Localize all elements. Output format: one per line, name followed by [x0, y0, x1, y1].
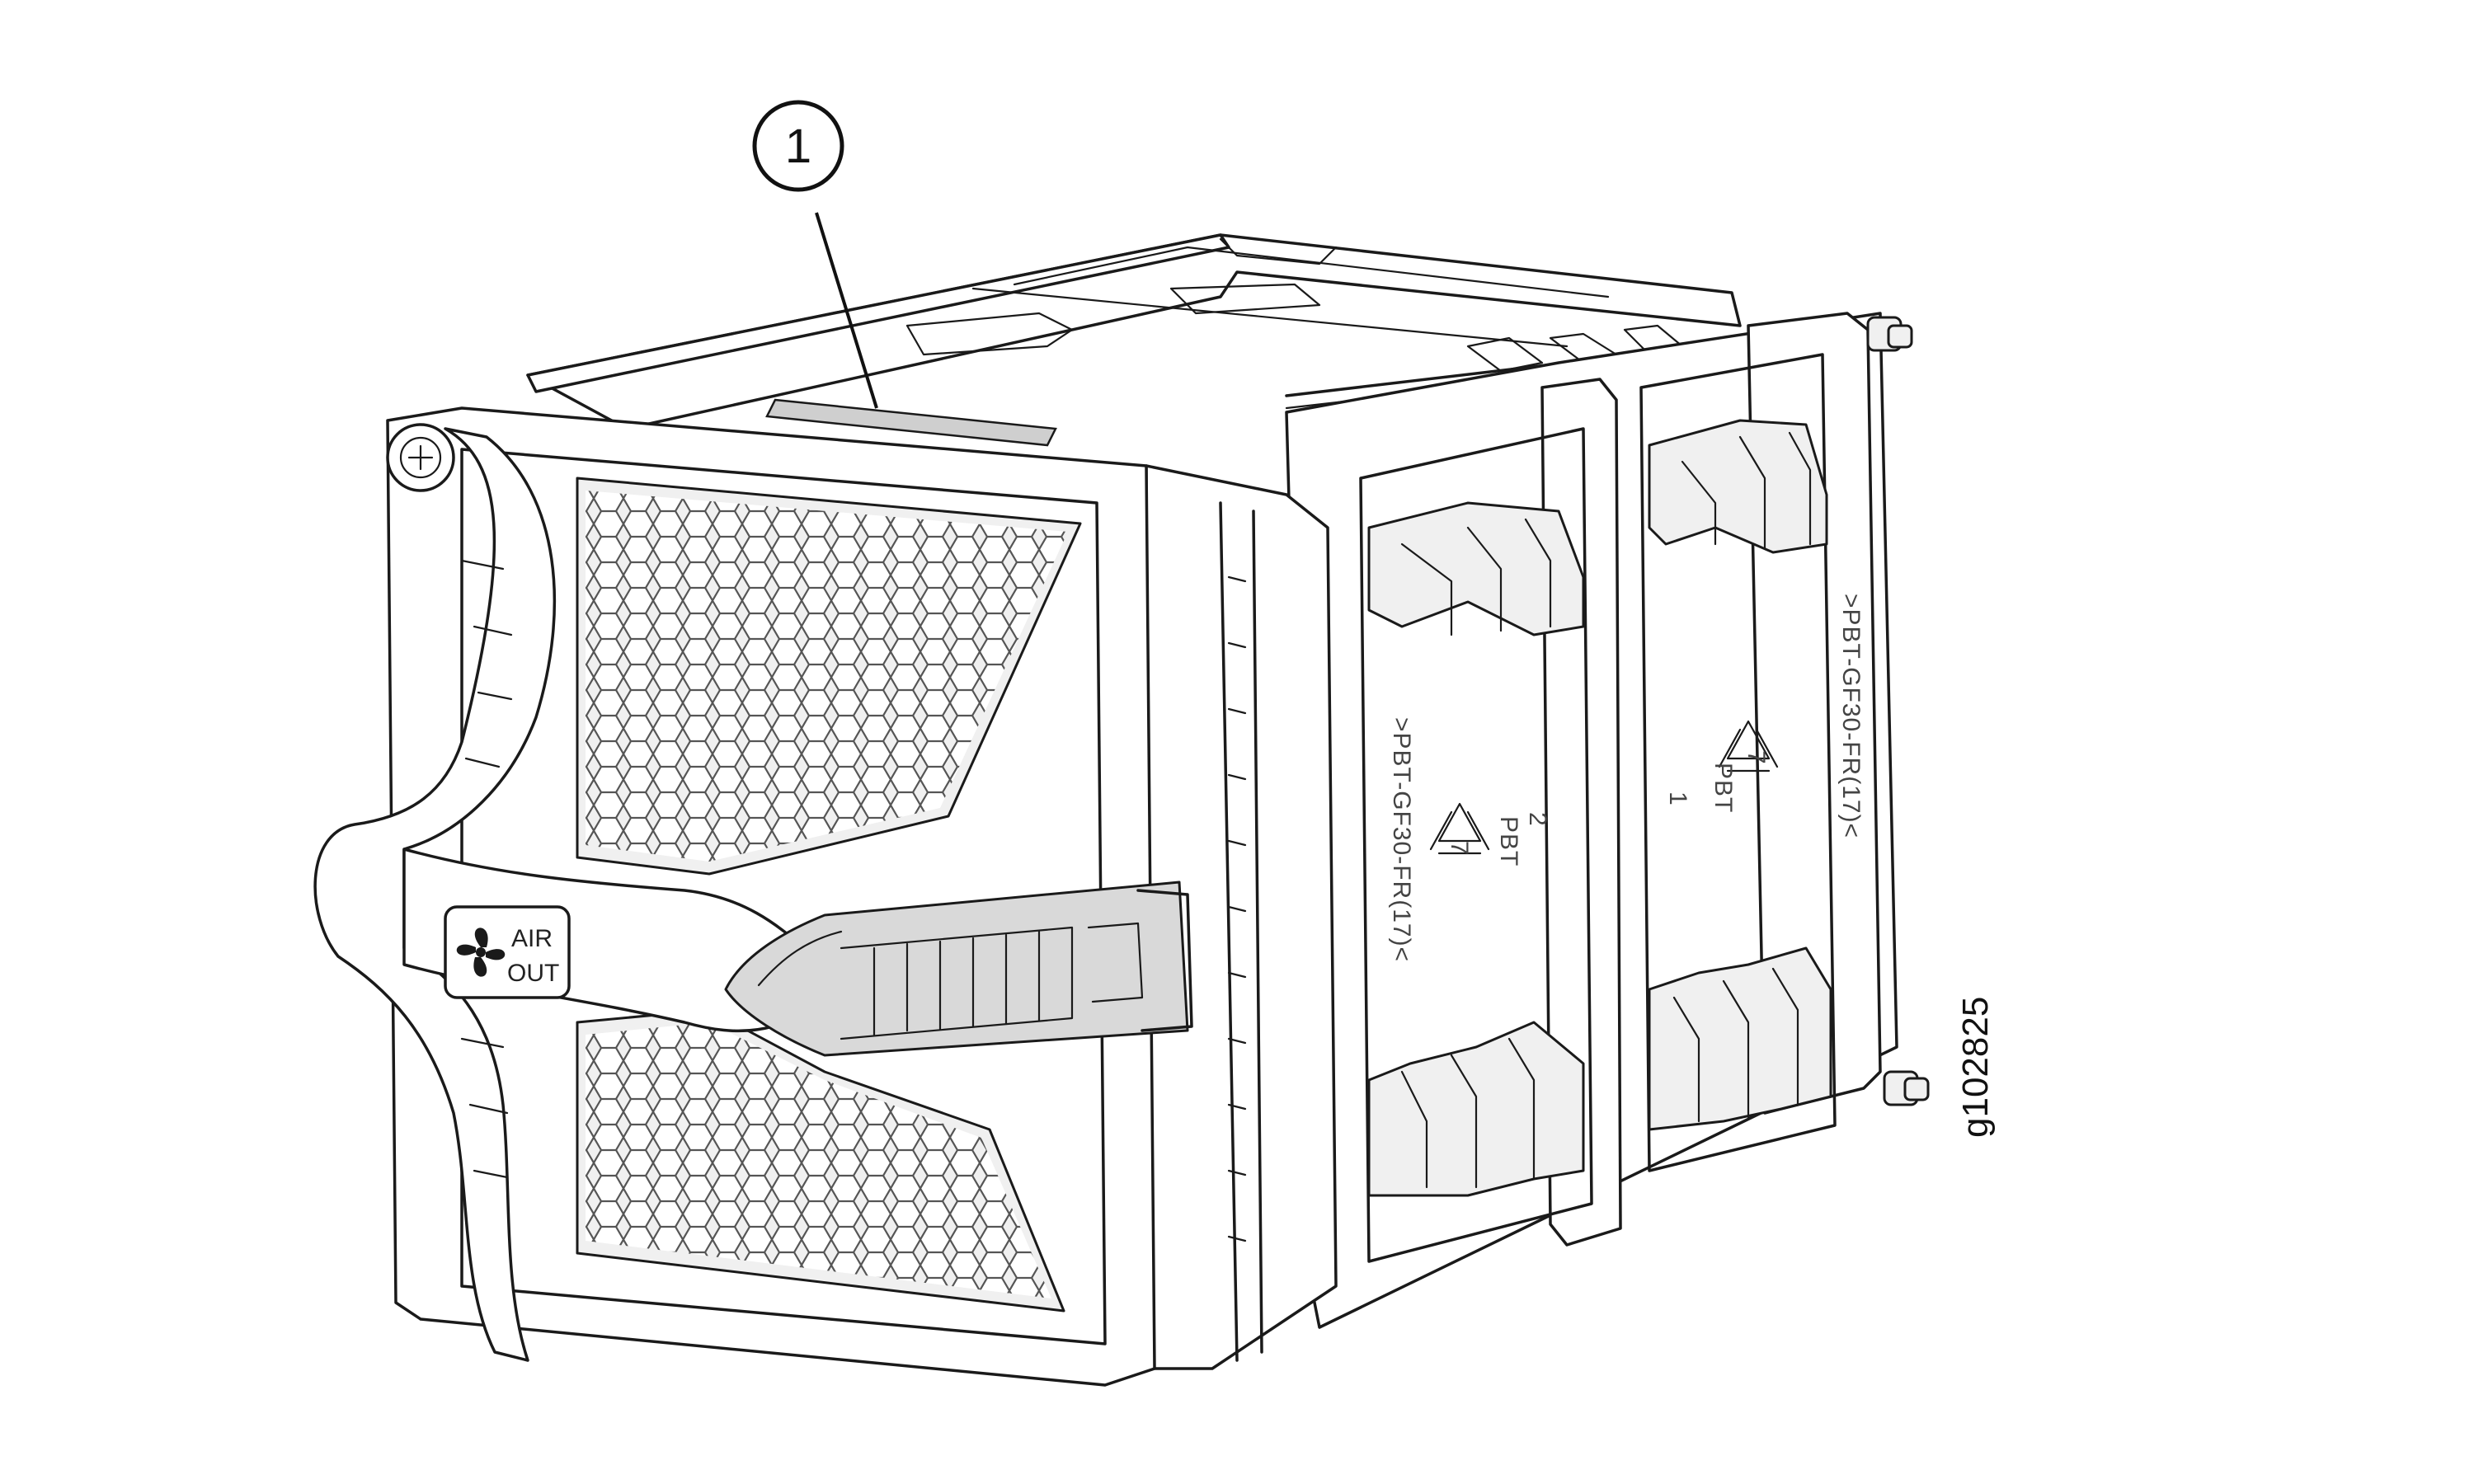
handle[interactable]: AIR OUT: [313, 423, 1193, 1362]
air-out-label-line2: OUT: [507, 960, 559, 987]
recycle-material-right: PBT: [1710, 763, 1737, 813]
material-marking-right: >PBT-GF30-FR(17)<: [1837, 594, 1865, 838]
material-marking-left: >PBT-GF30-FR(17)<: [1388, 717, 1415, 962]
fan-number-left: 2: [1524, 812, 1551, 827]
figure-id: g102825: [1955, 997, 1996, 1138]
status-led: [765, 398, 1057, 447]
recycle-code-right: 7: [1743, 750, 1770, 765]
recycle-icon: [1429, 802, 1490, 855]
module-side-body: 7 PBT 2 7 PBT 1 >PBT-GF30-FR(17)< >PBT-G…: [1285, 312, 1930, 1329]
callout-1-number: 1: [785, 120, 811, 173]
release-latch[interactable]: [724, 881, 1193, 1057]
air-out-label-line1: AIR: [511, 925, 553, 952]
mount-stud-bottom: [1883, 1070, 1930, 1106]
callout-1: 1: [752, 100, 878, 409]
mount-stud-top: [1866, 316, 1913, 352]
recycle-code-left: 7: [1446, 841, 1473, 856]
recycle-material-left: PBT: [1495, 816, 1522, 866]
recycle-icon: [1718, 720, 1779, 773]
air-out-badge: AIR OUT: [444, 905, 571, 999]
fan-icon: [456, 928, 506, 977]
fan-number-right: 1: [1664, 791, 1691, 806]
